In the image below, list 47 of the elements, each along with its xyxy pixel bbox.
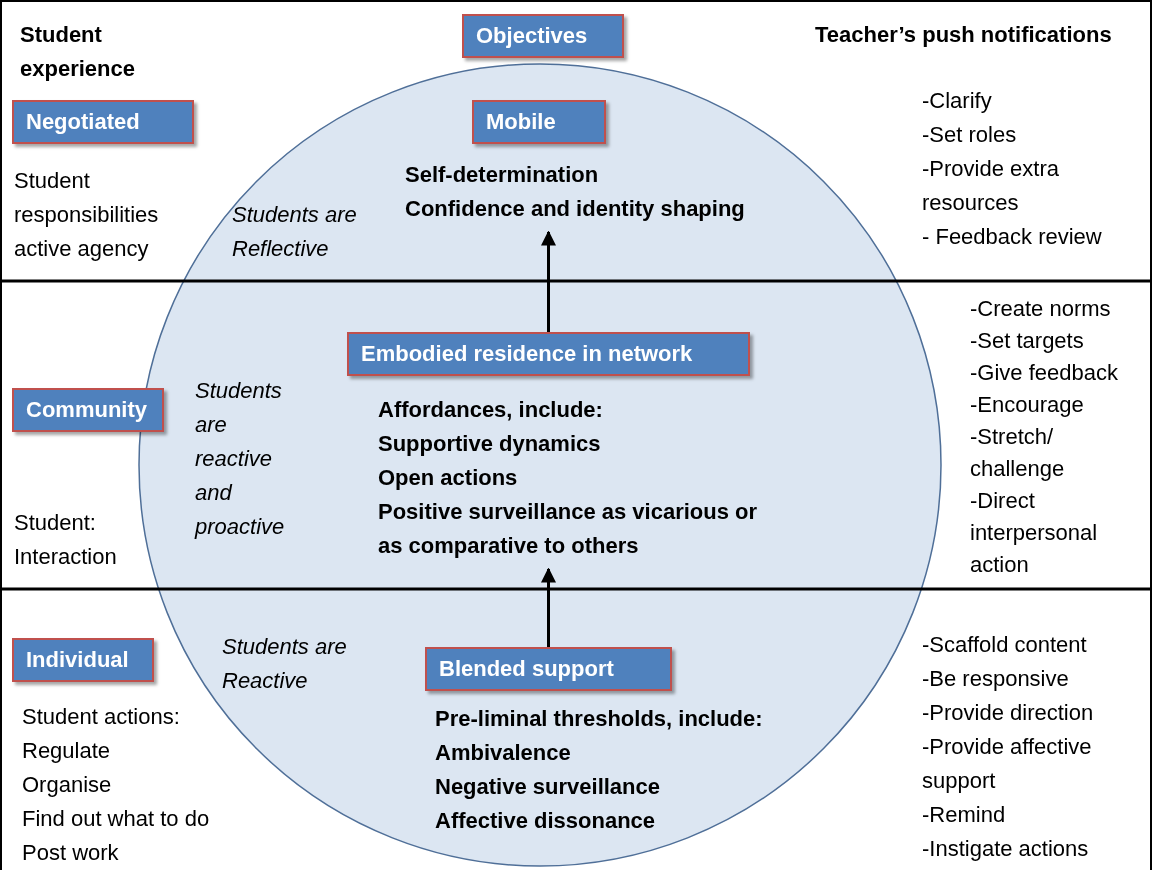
arrow bbox=[541, 230, 556, 332]
label-box: Negotiated bbox=[12, 100, 194, 144]
list-item: -Create norms bbox=[970, 295, 1111, 323]
label-box: Objectives bbox=[462, 14, 624, 58]
list-item: Self-determination bbox=[405, 161, 599, 189]
heading-text: Pre-liminal thresholds, include: bbox=[435, 705, 763, 733]
list-item: Confidence and identity shaping bbox=[405, 195, 745, 223]
list-item: -Encourage bbox=[970, 391, 1084, 419]
list-item: -Clarify bbox=[922, 87, 992, 115]
list-item: Ambivalence bbox=[435, 739, 571, 767]
note-text: Students are reactive and proactive bbox=[195, 377, 286, 541]
label-box: Blended support bbox=[425, 647, 672, 691]
list-item: -Give feedback bbox=[970, 359, 1118, 387]
list-item: Student responsibilities active agency bbox=[14, 167, 160, 263]
label-box: Individual bbox=[12, 638, 154, 682]
list-item: Negative surveillance bbox=[435, 773, 660, 801]
list-item: -Provide extra resources bbox=[922, 155, 1060, 217]
note-text: Students are Reflective bbox=[232, 201, 358, 263]
label-box: Mobile bbox=[472, 100, 606, 144]
list-item: -Scaffold content bbox=[922, 631, 1087, 659]
list-item: -Set targets bbox=[970, 327, 1084, 355]
list-item: -Provide affective support bbox=[922, 733, 1093, 795]
list-item: -Be responsive bbox=[922, 665, 1069, 693]
note-text: Students are Reactive bbox=[222, 633, 348, 695]
list-item: -Set roles bbox=[922, 121, 1017, 149]
arrow bbox=[541, 567, 556, 647]
list-item: Positive surveillance as vicarious or as comparative to others bbox=[378, 498, 759, 560]
list-item: Find out what to do bbox=[22, 805, 210, 833]
list-item: Post work bbox=[22, 839, 119, 867]
list-item: - Feedback review bbox=[922, 223, 1102, 251]
list-item: -Direct interpersonal action bbox=[970, 487, 1099, 579]
column-heading: Student experience bbox=[20, 21, 136, 83]
list-item: -Provide direction bbox=[922, 699, 1094, 727]
list-item: Regulate bbox=[22, 737, 111, 765]
column-heading: Teacher’s push notifications bbox=[815, 21, 1112, 49]
list-item: Open actions bbox=[378, 464, 518, 492]
list-item: Organise bbox=[22, 771, 112, 799]
list-item: -Instigate actions bbox=[922, 835, 1089, 863]
list-item: -Remind bbox=[922, 801, 1006, 829]
label-box: Embodied residence in network bbox=[347, 332, 750, 376]
list-item: Student: Interaction bbox=[14, 509, 118, 571]
label-box: Community bbox=[12, 388, 164, 432]
list-item: -Stretch/ challenge bbox=[970, 423, 1066, 483]
list-item: Student actions: bbox=[22, 703, 180, 731]
list-item: Supportive dynamics bbox=[378, 430, 601, 458]
heading-text: Affordances, include: bbox=[378, 396, 603, 424]
list-item: Affective dissonance bbox=[435, 807, 656, 835]
